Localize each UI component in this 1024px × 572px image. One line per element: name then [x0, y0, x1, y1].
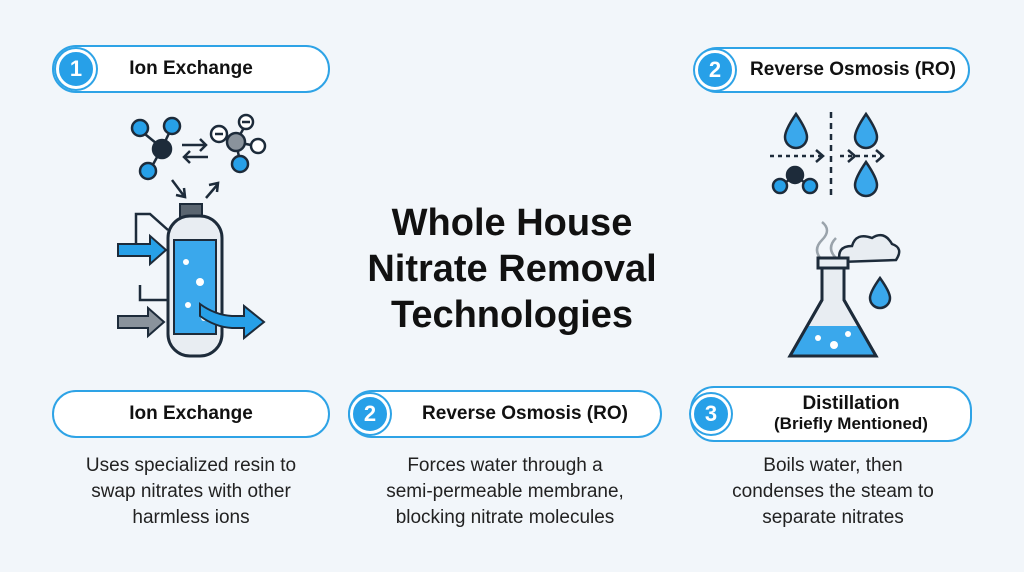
desc-line: condenses the steam to	[732, 481, 934, 502]
water-drop-icon	[783, 111, 879, 198]
desc-line: swap nitrates with other	[91, 481, 291, 502]
steam-cloud-icon	[815, 221, 901, 264]
desc-line: Boils water, then	[763, 455, 903, 476]
top-pill-reverse-osmosis: Reverse Osmosis (RO)	[694, 47, 970, 93]
step-badge-1: 1	[56, 49, 96, 89]
top-pill-ion-exchange: Ion Exchange	[52, 45, 330, 93]
resin-tank-icon	[117, 203, 266, 358]
ion-exchange-description: Uses specialized resin to swap nitrates …	[41, 453, 341, 531]
title-line-3: Technologies	[390, 294, 634, 336]
top-pill-reverse-osmosis-label: Reverse Osmosis (RO)	[750, 59, 956, 80]
step-badge-2-top: 2	[695, 50, 735, 90]
bottom-pill-reverse-osmosis-label: Reverse Osmosis (RO)	[422, 403, 628, 424]
step-badge-2-bottom: 2	[350, 394, 390, 434]
membrane-icon	[770, 112, 885, 200]
bottom-pill-ion-exchange-label: Ion Exchange	[129, 403, 253, 424]
flow-arrows-icon	[171, 179, 220, 199]
title-line-1: Whole House	[391, 202, 633, 244]
desc-line: separate nitrates	[762, 507, 904, 528]
desc-line: Forces water through a	[407, 455, 603, 476]
reverse-osmosis-description: Forces water through a semi-permeable me…	[355, 453, 655, 531]
bottom-pill-ion-exchange: Ion Exchange	[52, 390, 330, 438]
flask-icon	[787, 256, 892, 358]
step-badge-3: 3	[691, 394, 731, 434]
nitrate-molecule-icon	[209, 113, 267, 174]
desc-line: harmless ions	[132, 507, 250, 528]
bottom-pill-distillation: Distillation (Briefly Mentioned)	[690, 386, 972, 442]
bottom-pill-reverse-osmosis: Reverse Osmosis (RO)	[348, 390, 662, 438]
page-title: Whole House Nitrate Removal Technologies	[330, 200, 694, 338]
desc-line: blocking nitrate molecules	[395, 507, 615, 528]
distillation-label: Distillation	[802, 393, 900, 414]
desc-line: semi-permeable membrane,	[386, 481, 624, 502]
blocked-molecule-icon	[771, 165, 819, 195]
distillation-sublabel: (Briefly Mentioned)	[774, 414, 928, 433]
distillation-description: Boils water, then condenses the steam to…	[683, 453, 983, 531]
molecule-icon	[130, 116, 182, 181]
title-line-2: Nitrate Removal	[367, 248, 657, 290]
exchange-arrows-icon	[182, 138, 208, 164]
desc-line: Uses specialized resin to	[85, 455, 297, 476]
top-pill-ion-exchange-label: Ion Exchange	[129, 58, 253, 79]
